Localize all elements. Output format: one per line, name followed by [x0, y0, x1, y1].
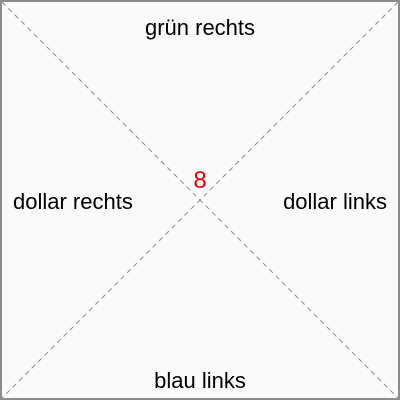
center-number: 8: [193, 167, 207, 194]
label-right: dollar links: [283, 189, 387, 214]
label-left: dollar rechts: [13, 189, 133, 214]
label-bottom: blau links: [154, 368, 246, 393]
label-top: grün rechts: [144, 15, 256, 40]
